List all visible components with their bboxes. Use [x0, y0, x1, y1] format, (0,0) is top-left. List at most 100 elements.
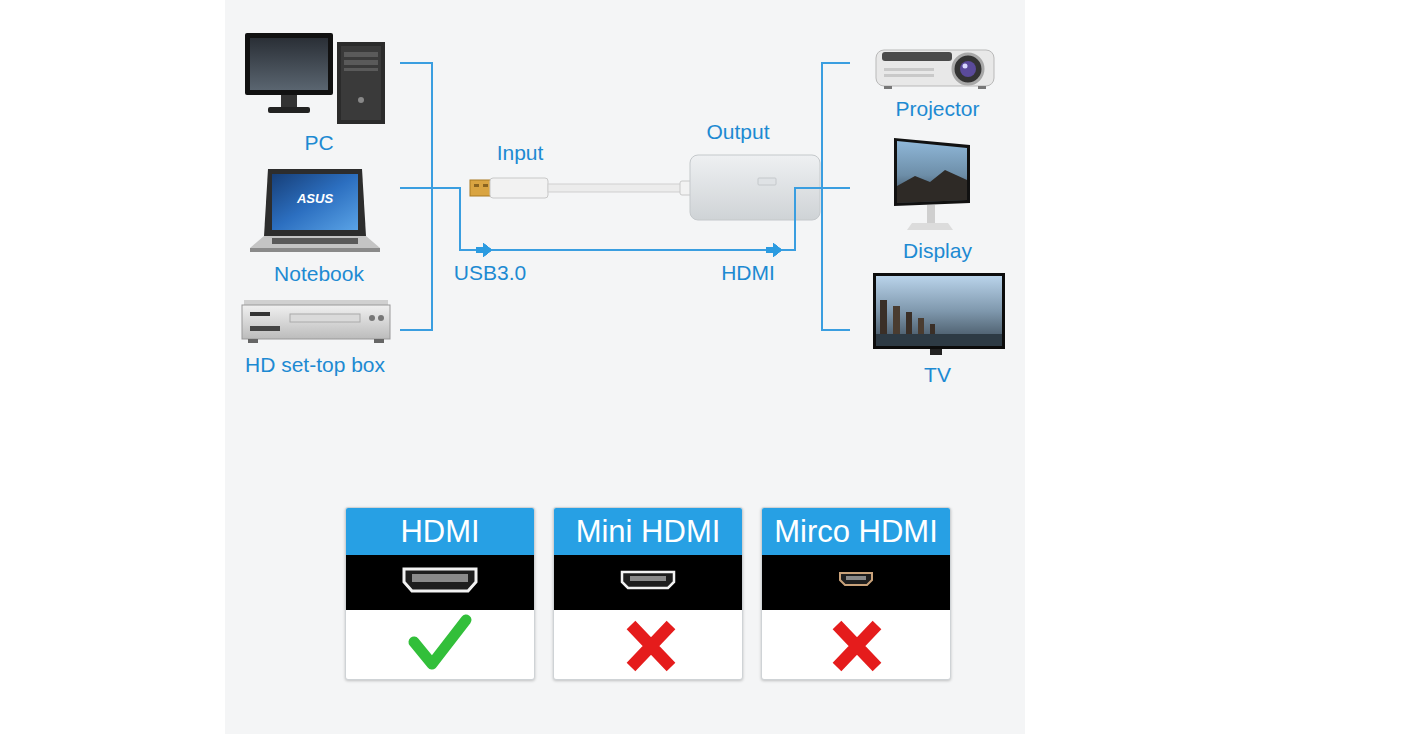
projector-icon [884, 86, 892, 89]
pc-icon [358, 97, 364, 103]
micro-hdmi-port-symbol [846, 576, 866, 580]
pc-icon [281, 95, 297, 108]
port-band [554, 555, 742, 610]
check-mark [414, 620, 466, 664]
connector-group [400, 188, 850, 330]
cross-mark [631, 625, 671, 667]
set-top-box-icon [242, 300, 390, 343]
cross-mark [837, 625, 877, 667]
pc-icon [245, 33, 333, 95]
projector-icon [884, 68, 934, 71]
hdmi-port-symbol [404, 569, 476, 591]
device-node: Projector [850, 40, 1025, 125]
port-card: Mini HDMI [553, 507, 743, 680]
notebook-icon [250, 169, 380, 252]
set-top-box-icon [369, 315, 375, 321]
arrow-head [476, 243, 492, 257]
usb-hdmi-adapter [474, 184, 479, 187]
arrow-head [476, 243, 492, 257]
pc-icon [341, 46, 381, 120]
display-icon [897, 141, 967, 203]
usb-hdmi-adapter [548, 184, 684, 192]
display-icon [927, 205, 935, 223]
connector-line [400, 188, 850, 330]
arrow-head [766, 243, 782, 257]
device-node: HD set-top box [230, 295, 400, 380]
set-top-box-icon [378, 315, 384, 321]
projector-icon [960, 61, 976, 77]
notebook-icon [272, 174, 358, 230]
pc-icon [344, 52, 378, 57]
connector-line [400, 63, 850, 250]
port-band [346, 555, 950, 610]
micro-hdmi-port-symbol [840, 573, 872, 585]
port-card: HDMI [345, 507, 535, 680]
tv-icon [930, 349, 942, 355]
display-icon [907, 223, 953, 230]
arrow-head [476, 243, 492, 257]
display-icon [894, 138, 970, 230]
usb-hdmi-adapter [470, 180, 492, 196]
usb-hdmi-adapter [690, 155, 820, 220]
mini-hdmi-port-symbol [622, 572, 674, 588]
connector-line [400, 63, 850, 250]
tv-icon [876, 276, 1002, 346]
port-label: Input [450, 141, 590, 165]
connector-group [400, 188, 850, 330]
notebook-icon [272, 238, 358, 244]
signal-label: HDMI [678, 261, 818, 285]
connector-group [400, 63, 850, 330]
port-band [762, 555, 950, 610]
projector-icon [884, 74, 934, 77]
device-node: Display [850, 130, 1025, 265]
device-node: Notebook [238, 165, 400, 287]
device-node: TV [850, 268, 1025, 390]
hdmi-port-symbol [404, 569, 476, 591]
projector-icon [963, 64, 968, 69]
usb-hdmi-adapter [483, 184, 488, 187]
connector-line [400, 63, 850, 330]
hdmi-port-symbol [412, 574, 468, 582]
port-card: Mirco HDMI [761, 507, 951, 680]
check-mark [414, 620, 466, 664]
micro-hdmi-port-symbol [840, 573, 872, 585]
arrow-head [476, 243, 492, 257]
set-top-box-icon [242, 305, 390, 339]
display-icon [894, 138, 970, 206]
connector-group [400, 63, 850, 257]
connector-group [400, 63, 850, 330]
background-panel [225, 0, 1025, 734]
pc-icon [337, 42, 385, 124]
connector-line [400, 188, 850, 330]
pc-icon [344, 60, 378, 65]
tv-icon [873, 273, 1005, 355]
arrow-head [476, 243, 492, 257]
arrow-head [476, 243, 492, 257]
set-top-box-icon [250, 326, 280, 331]
set-top-box-icon [290, 314, 360, 322]
mini-hdmi-port-symbol [622, 572, 674, 588]
notebook-icon [250, 248, 380, 252]
device-label: HD set-top box [230, 353, 400, 377]
cross-mark [837, 625, 877, 667]
usb-hdmi-adapter [470, 155, 820, 220]
set-top-box-icon [248, 339, 258, 343]
connector-group [400, 188, 850, 257]
arrow-head [766, 243, 782, 257]
projector-icon [882, 52, 952, 61]
notebook-icon [264, 169, 366, 236]
arrow-head [476, 243, 492, 257]
arrow-head [766, 243, 782, 257]
pc-icon [344, 68, 378, 71]
device-node: PC [238, 28, 400, 158]
arrow-head [766, 243, 782, 257]
arrow-head [766, 243, 782, 257]
signal-label: USB3.0 [420, 261, 560, 285]
projector-icon [978, 86, 986, 89]
mini-hdmi-port-symbol [630, 576, 666, 581]
arrow-head [766, 243, 782, 257]
projector-icon [876, 50, 994, 86]
pc-icon [245, 33, 385, 124]
device-label: Projector [850, 97, 1025, 121]
